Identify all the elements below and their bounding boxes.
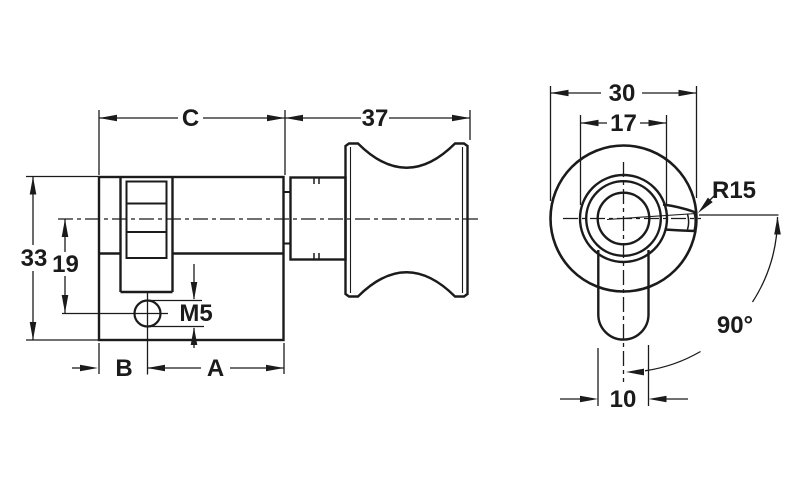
- dim-30: 30: [549, 80, 698, 201]
- label-90: 90°: [717, 312, 753, 339]
- label-33: 33: [21, 245, 48, 272]
- label-b: B: [115, 355, 132, 382]
- label-30: 30: [609, 80, 636, 107]
- dim-r15: R15: [698, 177, 756, 213]
- m5-hole: [62, 292, 204, 375]
- dim-10: 10: [560, 345, 688, 413]
- label-r15: R15: [712, 177, 756, 204]
- dim-c: C: [98, 105, 286, 175]
- clutch-column: [119, 177, 174, 294]
- label-37: 37: [362, 105, 389, 132]
- label-a: A: [207, 355, 224, 382]
- label-10: 10: [610, 386, 637, 413]
- label-19: 19: [52, 251, 79, 278]
- dim-b-a: B A: [72, 343, 285, 382]
- dim-37: 37: [285, 105, 471, 140]
- front-view: 30 17 R15 90°: [549, 80, 781, 413]
- cylinder-body-outline: [97, 175, 285, 342]
- dim-17: 17: [579, 110, 668, 205]
- side-view: C 37 33 19: [21, 105, 481, 382]
- dim-19: 19: [52, 219, 79, 313]
- label-17: 17: [610, 110, 637, 137]
- dim-90: 90°: [626, 214, 781, 376]
- locking-cam: [606, 203, 697, 233]
- grip-tab: [597, 250, 650, 341]
- label-c: C: [182, 105, 199, 132]
- label-m5: M5: [179, 300, 212, 327]
- dim-m5: M5: [179, 264, 213, 348]
- dim-33: 33: [21, 175, 98, 341]
- thumbturn-knob-side: [344, 142, 469, 298]
